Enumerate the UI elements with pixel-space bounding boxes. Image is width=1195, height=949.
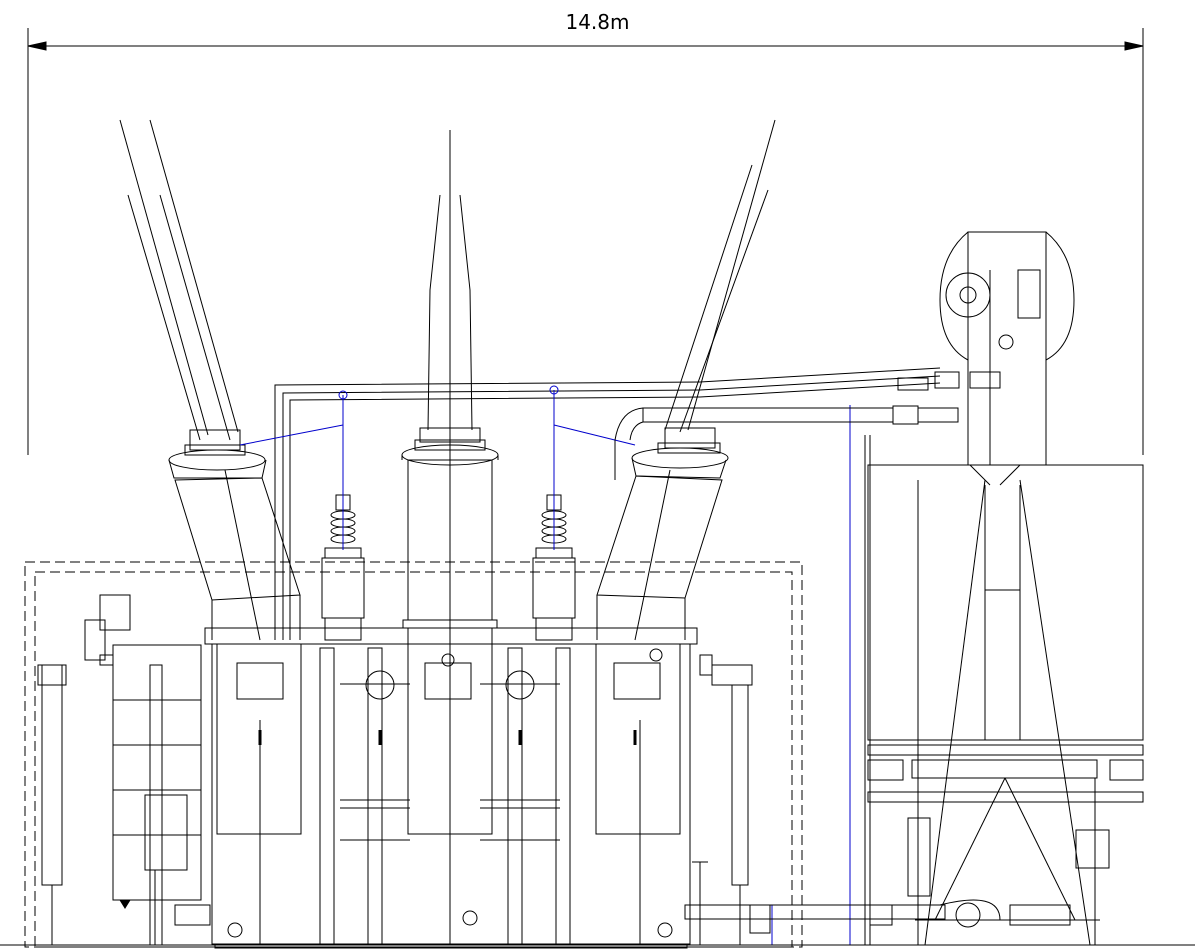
right-pipe-column xyxy=(685,655,945,945)
left-hv-bushing xyxy=(120,120,300,640)
overall-dimension-line xyxy=(28,28,1143,455)
right-bushing xyxy=(597,120,775,640)
cooler-bank-right xyxy=(868,465,1143,802)
transformer-tank xyxy=(205,628,697,948)
overall-length-dimension-label: 14.8m xyxy=(565,10,630,34)
blue-connection-wires xyxy=(240,386,850,945)
connection-frame xyxy=(275,368,940,640)
left-radiator-cooler xyxy=(38,595,210,945)
support-frame xyxy=(865,435,1109,945)
bottom-pipe-assembly xyxy=(750,900,1070,933)
clearance-outline-dashed xyxy=(25,562,802,947)
center-bushing xyxy=(402,130,498,945)
conservator-tank xyxy=(940,232,1074,465)
buchholz-pipe xyxy=(615,372,1000,480)
